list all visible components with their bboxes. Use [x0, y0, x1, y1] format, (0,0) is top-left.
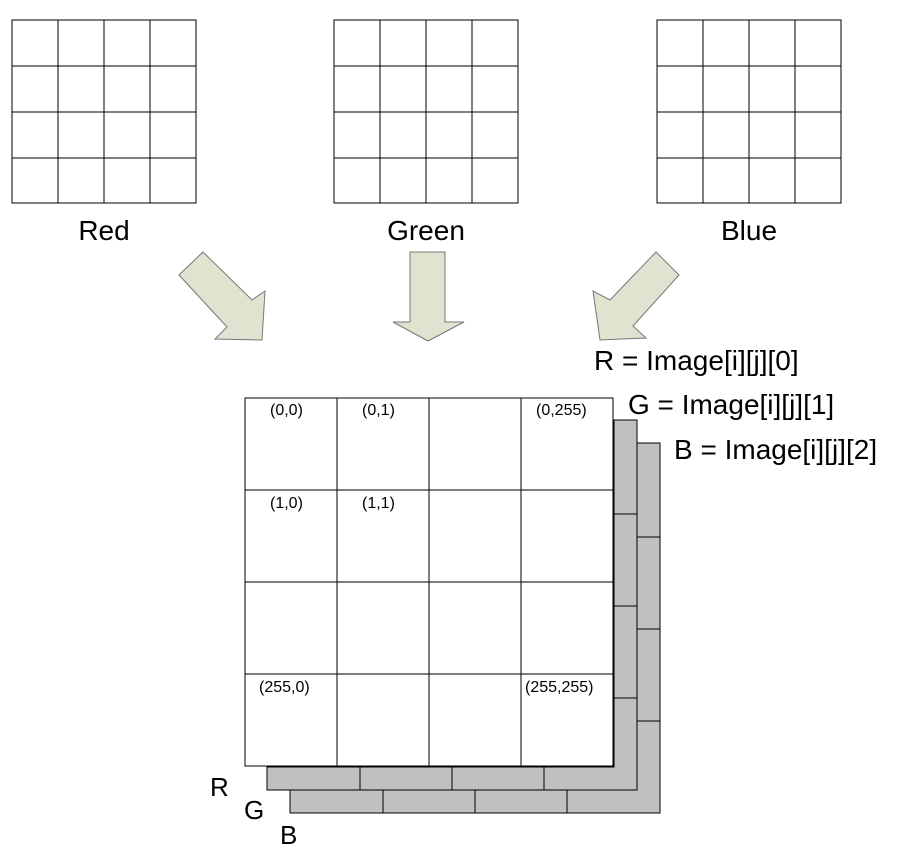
formula-green: G = Image[i][j][1]	[628, 389, 835, 420]
layer-letter-r: R	[210, 772, 229, 802]
blue-channel-grid	[656, 19, 842, 204]
green-to-image-arrow	[392, 251, 465, 342]
red-layer-grid	[244, 397, 614, 767]
cell-coord-0-1: (0,1)	[362, 402, 395, 419]
cell-coord-0-0: (0,0)	[270, 402, 303, 419]
layer-letter-g: G	[244, 795, 265, 825]
cell-coord-255-0: (255,0)	[259, 679, 310, 696]
red-channel-grid	[11, 19, 197, 204]
cell-coord-255-255: (255,255)	[525, 679, 594, 696]
green-channel-grid	[333, 19, 519, 204]
blue-channel-label: Blue	[720, 215, 778, 246]
cell-coord-1-0: (1,0)	[270, 495, 303, 512]
formula-red: R = Image[i][j][0]	[594, 345, 799, 376]
green-layer	[266, 419, 638, 791]
blue-to-image-arrow	[592, 251, 680, 341]
formula-blue: B = Image[i][j][2]	[674, 434, 878, 465]
green-channel-label: Green	[387, 215, 465, 246]
red-channel-label: Red	[78, 215, 130, 246]
cell-coord-0-255: (0,255)	[536, 402, 587, 419]
red-to-image-arrow	[178, 251, 266, 341]
layer-letter-b: B	[280, 820, 298, 850]
cell-coord-1-1: (1,1)	[362, 495, 395, 512]
